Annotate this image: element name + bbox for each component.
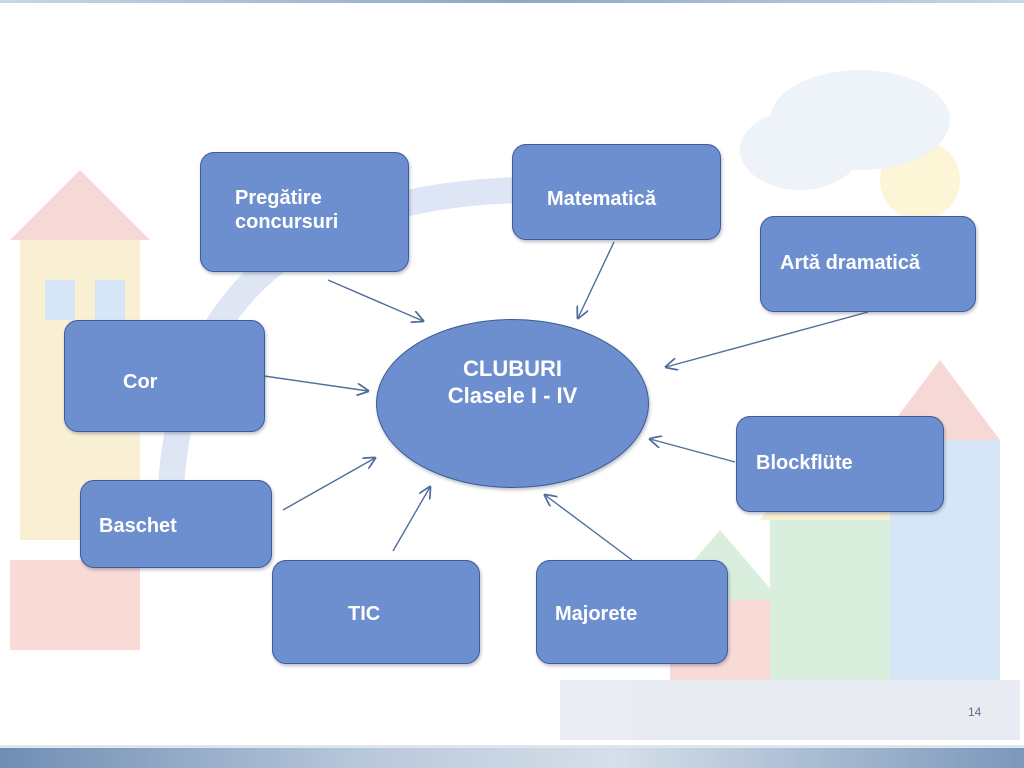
center-subtitle: Clasele I - IV	[447, 383, 578, 408]
node-label: Majorete	[555, 603, 638, 625]
node-tic: TIC	[272, 560, 480, 664]
node-label: Pregătire concursuri	[235, 187, 339, 233]
node-label: Artă dramatică	[780, 252, 921, 274]
node-baschet: Baschet	[80, 480, 272, 568]
node-label: Cor	[123, 371, 158, 393]
node-blockflute: Blockflüte	[736, 416, 944, 512]
bottom-band	[0, 745, 1024, 768]
node-pregatire-concursuri: Pregătire concursuri	[200, 152, 409, 272]
node-label: Blockflüte	[756, 452, 853, 474]
center-title: CLUBURI	[463, 356, 562, 381]
node-majorete: Majorete	[536, 560, 728, 664]
top-border	[0, 0, 1024, 3]
node-cor: Cor	[64, 320, 265, 432]
node-label: TIC	[348, 603, 381, 625]
node-arta-dramatica: Artă dramatică	[760, 216, 976, 312]
center-node-cluburi: CLUBURI Clasele I - IV	[376, 319, 649, 488]
node-label: Matematică	[547, 188, 656, 210]
node-matematica: Matematică	[512, 144, 721, 240]
node-label: Baschet	[99, 515, 177, 537]
page-number: 14	[968, 705, 982, 719]
